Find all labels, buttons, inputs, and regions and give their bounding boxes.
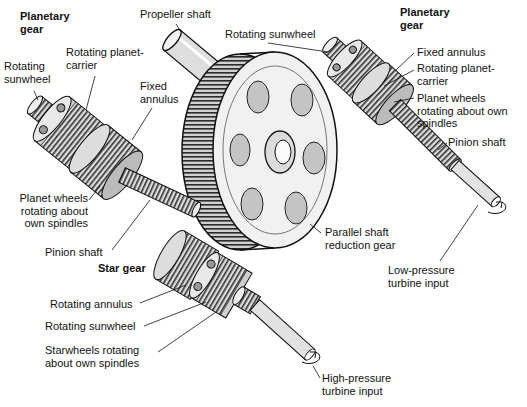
assembly-heading: Planetary gear [20,10,80,35]
part-label: Planet wheels rotating about own spindle… [417,92,523,130]
part-label: Rotating sunwheel [45,320,145,333]
part-label: Rotating sunwheel [225,28,335,41]
part-label: Parallel shaft reduction gear [325,226,425,251]
part-label: Rotating planet-carrier [66,46,144,71]
star-gear [148,226,269,329]
part-label: Propeller shaft [140,8,240,21]
part-label: Fixed annulus [417,46,523,59]
leader-line [34,24,478,378]
left-pinion-shaft [119,168,203,218]
part-label: Pinion shaft [448,136,523,149]
low-pressure-input-shaft [451,161,502,209]
part-label: Pinion shaft [45,246,125,259]
assembly-heading: Star gear [98,262,158,275]
reduction-gear [182,52,337,250]
part-label: Fixed annulus [140,80,188,105]
assembly-heading: Planetary gear [400,6,460,31]
part-label: Planet wheels rotating about own spindle… [4,192,88,230]
part-label: Low-pressure turbine input [388,264,488,289]
part-label: Rotating planet-carrier [417,62,523,87]
part-label: Starwheels rotating about own spindles [45,344,157,369]
part-label: High-pressure turbine input [322,372,412,397]
rotation-arrow [302,202,506,364]
part-label: Rotating sunwheel [4,60,59,85]
part-label: Rotating annulus [50,298,150,311]
high-pressure-input-shaft [250,300,317,362]
